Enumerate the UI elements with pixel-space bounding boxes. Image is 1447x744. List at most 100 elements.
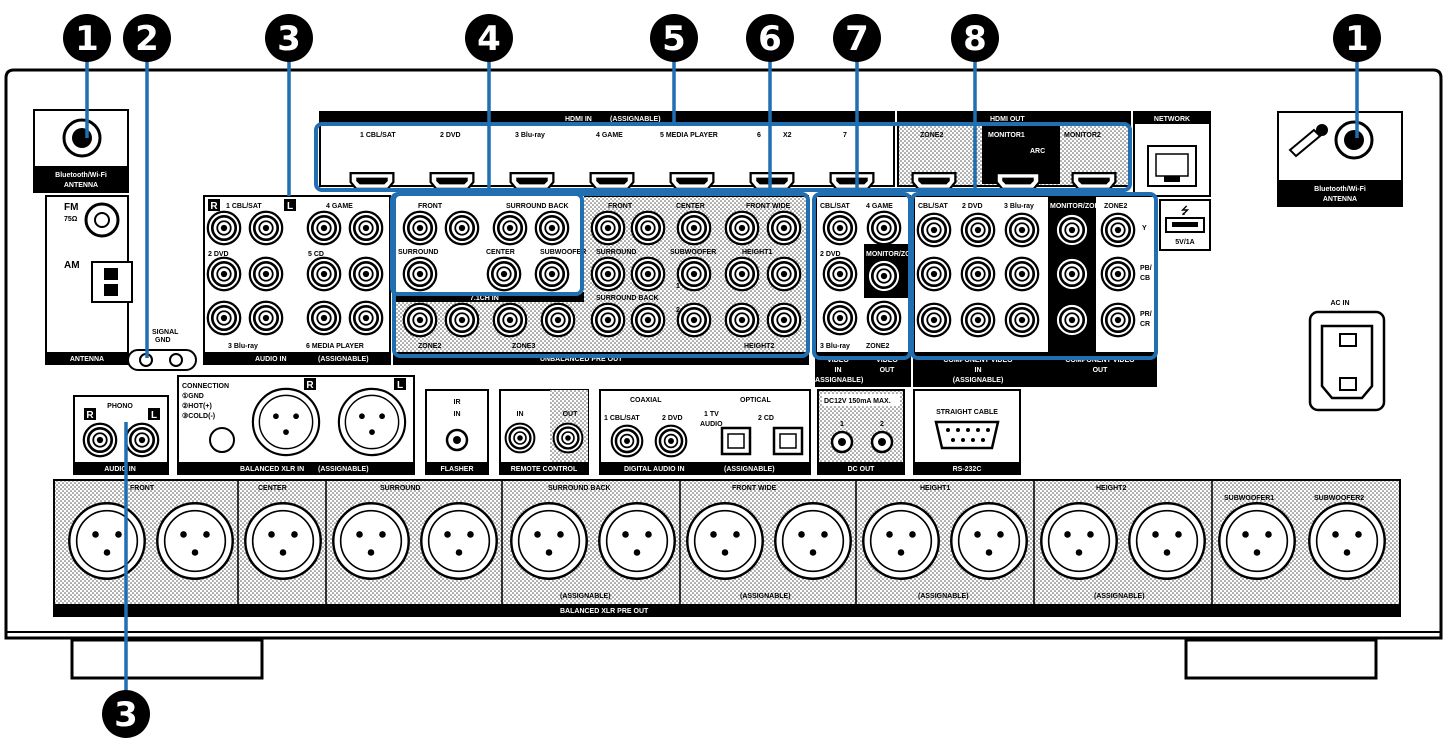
xlr-jack[interactable] bbox=[686, 502, 764, 580]
hdmi-out-port[interactable] bbox=[995, 172, 1041, 190]
bt-right-label-2: ANTENNA bbox=[1323, 196, 1357, 203]
bt-antenna-left[interactable]: Bluetooth/Wi-Fi ANTENNA bbox=[33, 109, 129, 193]
rca-jack[interactable] bbox=[82, 422, 118, 458]
rca-jack[interactable] bbox=[916, 256, 952, 292]
coax-jack[interactable] bbox=[610, 424, 644, 458]
rca-jack[interactable] bbox=[590, 256, 626, 292]
rca-jack[interactable] bbox=[676, 256, 712, 292]
xlr-jack[interactable] bbox=[950, 502, 1028, 580]
hdmi-out-port[interactable] bbox=[1071, 172, 1117, 190]
rca-jack[interactable] bbox=[492, 210, 528, 246]
xlr-jack[interactable] bbox=[332, 502, 410, 580]
hdmi-port[interactable] bbox=[829, 172, 875, 190]
remote-out-jack[interactable] bbox=[552, 422, 584, 454]
rca-jack[interactable] bbox=[348, 210, 384, 246]
rca-jack[interactable] bbox=[630, 302, 666, 338]
rca-jack[interactable] bbox=[306, 256, 342, 292]
xlr-jack[interactable] bbox=[598, 502, 676, 580]
rca-jack[interactable] bbox=[1054, 256, 1090, 292]
rca-jack[interactable] bbox=[676, 302, 712, 338]
xlr-jack[interactable] bbox=[244, 502, 322, 580]
xlr-jack[interactable] bbox=[510, 502, 588, 580]
usb-port[interactable]: ⭍ 5V/1A bbox=[1159, 199, 1211, 251]
rca-jack[interactable] bbox=[306, 210, 342, 246]
rca-jack[interactable] bbox=[1004, 302, 1040, 338]
hdmi-port[interactable] bbox=[749, 172, 795, 190]
rca-jack[interactable] bbox=[124, 422, 160, 458]
rca-jack[interactable] bbox=[1100, 212, 1136, 248]
hdmi-port[interactable] bbox=[509, 172, 555, 190]
rca-jack[interactable] bbox=[206, 300, 242, 336]
rca-jack[interactable] bbox=[206, 210, 242, 246]
rca-jack[interactable] bbox=[724, 210, 760, 246]
rca-jack[interactable] bbox=[248, 210, 284, 246]
rca-jack[interactable] bbox=[248, 300, 284, 336]
rca-jack[interactable] bbox=[1004, 256, 1040, 292]
rca-jack[interactable] bbox=[534, 256, 570, 292]
rca-jack[interactable] bbox=[1054, 212, 1090, 248]
rca-jack[interactable] bbox=[486, 256, 522, 292]
hdmi-port[interactable] bbox=[589, 172, 635, 190]
rca-jack[interactable] bbox=[348, 300, 384, 336]
rca-jack[interactable] bbox=[206, 256, 242, 292]
rca-jack[interactable] bbox=[960, 212, 996, 248]
xlr-jack[interactable] bbox=[420, 502, 498, 580]
xlr-jack[interactable] bbox=[251, 387, 321, 457]
network-port[interactable]: NETWORK bbox=[1133, 111, 1211, 197]
rca-jack[interactable] bbox=[822, 210, 858, 246]
rca-jack[interactable] bbox=[444, 302, 480, 338]
rca-jack[interactable] bbox=[540, 302, 576, 338]
coax-jack[interactable] bbox=[654, 424, 688, 458]
rca-jack[interactable] bbox=[590, 210, 626, 246]
xlr-jack[interactable] bbox=[774, 502, 852, 580]
rca-jack[interactable] bbox=[676, 210, 712, 246]
ac-inlet[interactable]: AC IN bbox=[1308, 300, 1386, 412]
rca-jack[interactable] bbox=[960, 302, 996, 338]
rca-jack[interactable] bbox=[402, 302, 438, 338]
rca-jack[interactable] bbox=[1100, 302, 1136, 338]
rca-jack[interactable] bbox=[866, 300, 902, 336]
rca-jack[interactable] bbox=[916, 302, 952, 338]
rca-jack[interactable] bbox=[724, 256, 760, 292]
rca-jack[interactable] bbox=[822, 256, 858, 292]
rca-jack[interactable] bbox=[348, 256, 384, 292]
hdmi-out-port[interactable] bbox=[911, 172, 957, 190]
rca-jack[interactable] bbox=[630, 256, 666, 292]
rca-jack[interactable] bbox=[534, 210, 570, 246]
rca-jack[interactable] bbox=[1004, 212, 1040, 248]
rca-jack[interactable] bbox=[492, 302, 528, 338]
xlr-jack[interactable] bbox=[1040, 502, 1118, 580]
rca-jack[interactable] bbox=[444, 210, 480, 246]
xlr-jack[interactable] bbox=[337, 387, 407, 457]
rca-jack[interactable] bbox=[1100, 256, 1136, 292]
rca-jack[interactable] bbox=[866, 210, 902, 246]
xlr-jack[interactable] bbox=[1308, 502, 1386, 580]
rca-jack[interactable] bbox=[590, 302, 626, 338]
remote-in-jack[interactable] bbox=[504, 422, 536, 454]
rca-jack[interactable] bbox=[248, 256, 284, 292]
rca-jack[interactable] bbox=[822, 300, 858, 336]
rca-jack[interactable] bbox=[766, 210, 802, 246]
hdmi-port[interactable] bbox=[349, 172, 395, 190]
rca-jack[interactable] bbox=[402, 210, 438, 246]
rca-jack[interactable] bbox=[724, 302, 760, 338]
rca-jack[interactable] bbox=[866, 258, 902, 294]
xlr-jack[interactable] bbox=[156, 502, 234, 580]
xlr-jack[interactable] bbox=[68, 502, 146, 580]
rca-jack[interactable] bbox=[1054, 302, 1090, 338]
rca-jack[interactable] bbox=[402, 256, 438, 292]
xlr-jack[interactable] bbox=[1128, 502, 1206, 580]
rca-jack[interactable] bbox=[630, 210, 666, 246]
bt-antenna-right[interactable]: Bluetooth/Wi-Fi ANTENNA bbox=[1277, 111, 1403, 207]
rca-jack[interactable] bbox=[766, 256, 802, 292]
xlr-jack[interactable] bbox=[1218, 502, 1296, 580]
rs232-port[interactable] bbox=[934, 420, 1000, 450]
rca-jack[interactable] bbox=[766, 302, 802, 338]
rca-jack[interactable] bbox=[306, 300, 342, 336]
rca-jack[interactable] bbox=[960, 256, 996, 292]
xlr-jack[interactable] bbox=[862, 502, 940, 580]
hdmi-port[interactable] bbox=[429, 172, 475, 190]
rca-jack[interactable] bbox=[916, 212, 952, 248]
signal-gnd[interactable]: SIGNAL GND bbox=[127, 329, 197, 371]
hdmi-port[interactable] bbox=[669, 172, 715, 190]
